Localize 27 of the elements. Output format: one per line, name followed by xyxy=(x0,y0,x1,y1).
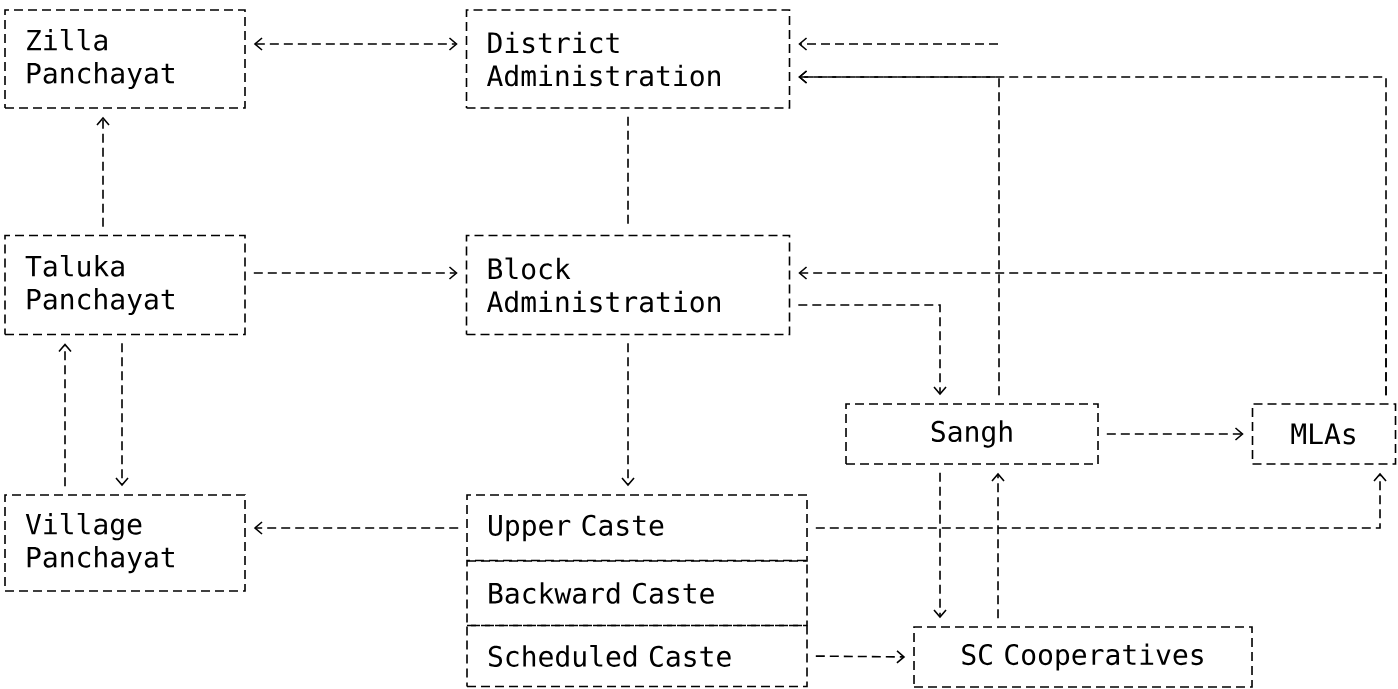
unit-box: SC Cooperatives xyxy=(913,626,1253,688)
unit-box: Village Panchayat xyxy=(4,494,246,592)
unit-box: District Administration xyxy=(465,9,791,109)
arrow xyxy=(798,37,999,51)
unit-box: Upper Caste xyxy=(466,494,808,562)
arrow xyxy=(798,70,1000,396)
unit-box: Backward Caste xyxy=(466,559,808,627)
arrow xyxy=(96,116,110,228)
unit-box: Zilla Panchayat xyxy=(4,9,246,109)
arrow xyxy=(58,343,72,487)
unit-box: Sangh xyxy=(845,403,1099,465)
arrow xyxy=(621,342,635,487)
arrow xyxy=(815,650,906,664)
arrow xyxy=(933,472,947,619)
arrow xyxy=(1106,427,1244,441)
unit-box: MLAs xyxy=(1251,403,1397,465)
unit-box: Scheduled Caste xyxy=(466,624,808,688)
arrow xyxy=(815,472,1387,529)
arrow xyxy=(797,304,947,396)
unit-box: Taluka Panchayat xyxy=(4,234,246,336)
arrow xyxy=(798,266,1387,396)
arrow xyxy=(115,342,129,487)
arrow xyxy=(253,37,458,51)
arrow xyxy=(253,266,458,280)
unit-box: Block Administration xyxy=(465,234,791,336)
arrow xyxy=(991,472,1005,619)
arrow xyxy=(253,521,459,535)
